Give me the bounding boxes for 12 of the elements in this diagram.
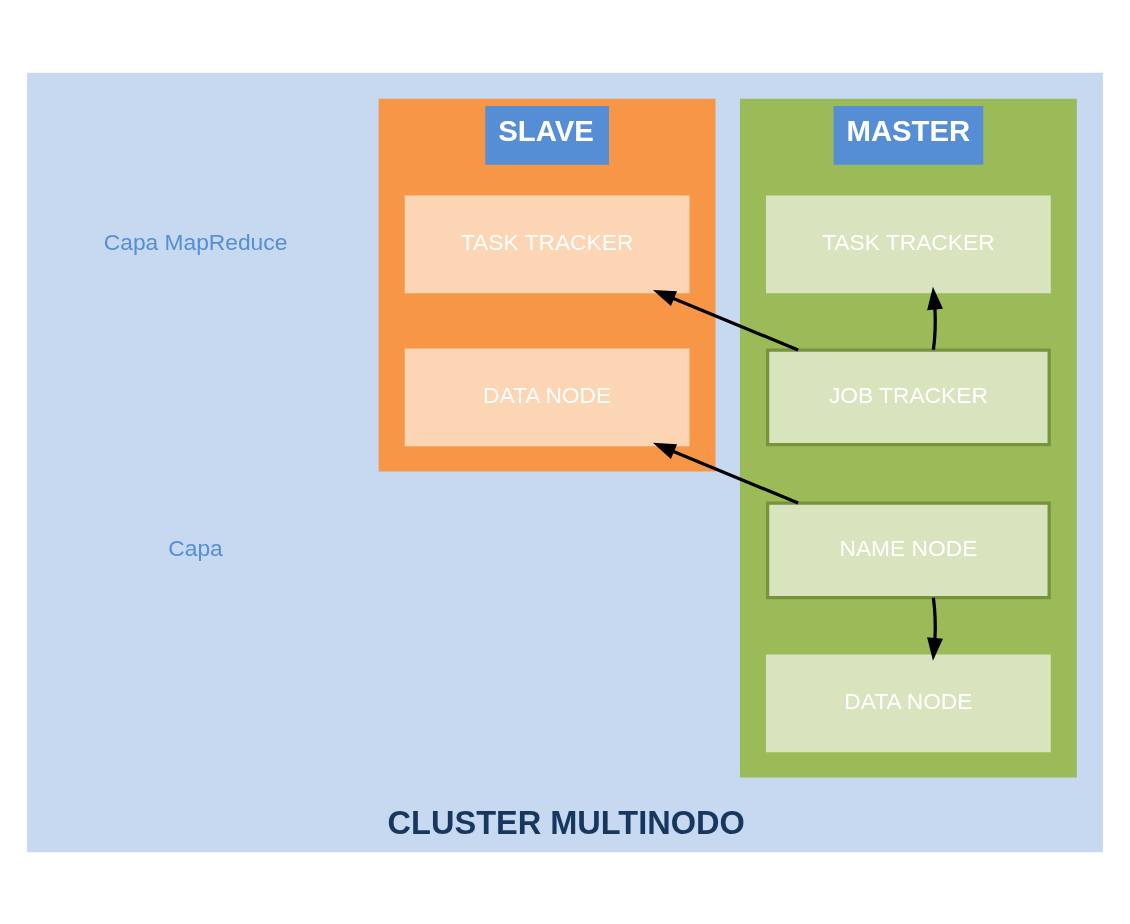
arrow: [927, 286, 943, 350]
label: Capa MapReduce: [103, 228, 288, 255]
node-box: TASK TRACKER: [404, 195, 690, 293]
arrow: [652, 442, 799, 505]
node-box: DATA NODE: [404, 348, 690, 446]
label: Capa: [168, 534, 223, 561]
node-box: DATA NODE: [766, 654, 1051, 752]
arrow: [652, 289, 799, 352]
node-box: NAME NODE: [766, 501, 1051, 599]
arrow: [927, 597, 943, 661]
node-box: JOB TRACKER: [766, 348, 1051, 446]
node-box: TASK TRACKER: [766, 195, 1051, 293]
